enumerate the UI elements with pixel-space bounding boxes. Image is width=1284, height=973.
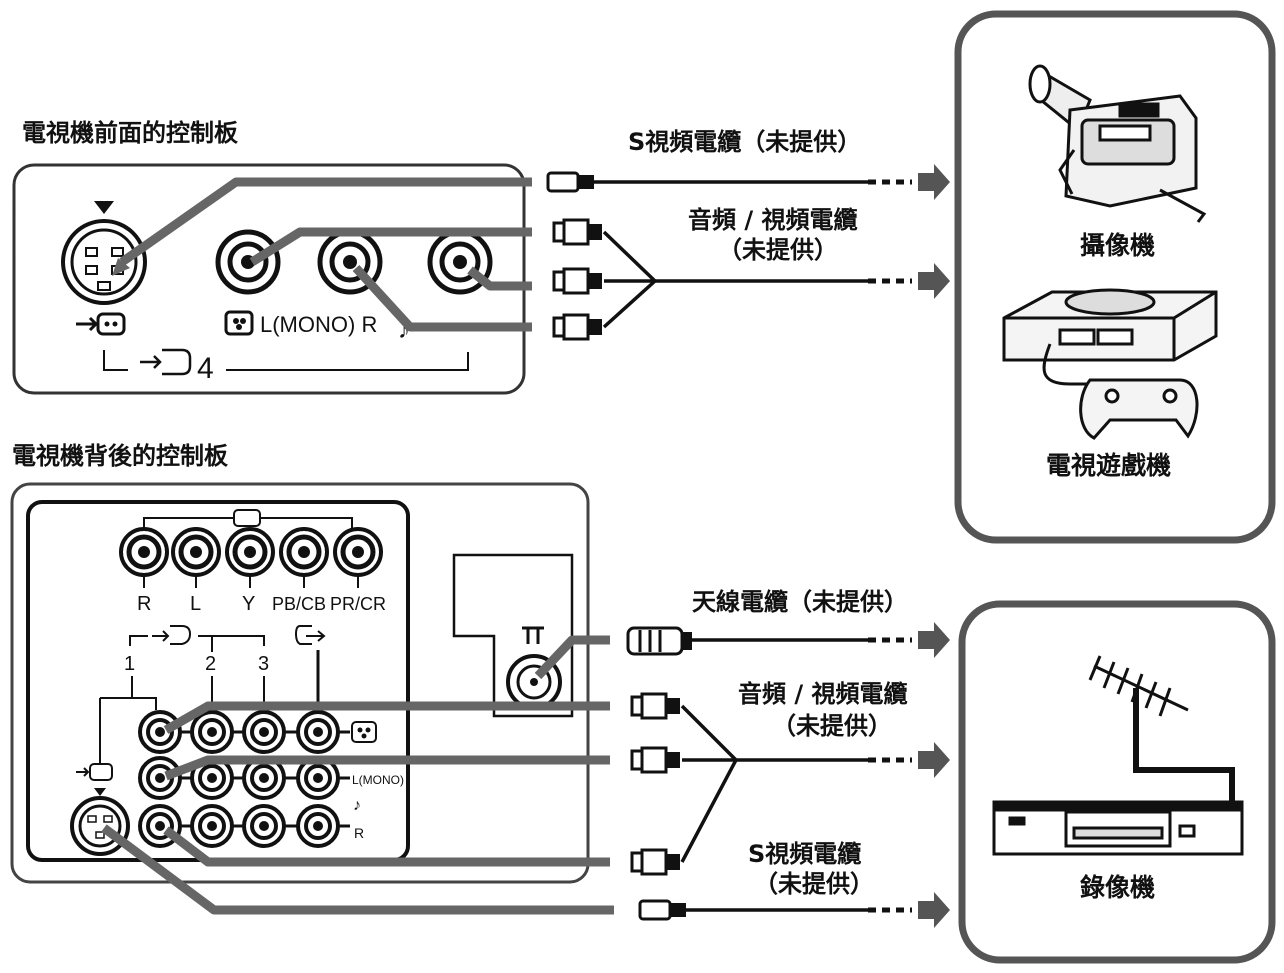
output-arrow-icon xyxy=(294,625,326,645)
component-label-y: Y xyxy=(242,593,255,615)
arrow-icon xyxy=(918,622,950,658)
front-panel-title: 電視機前面的控制板 xyxy=(22,119,239,147)
component-jack-pb xyxy=(281,529,327,575)
av-cable-label-front-2: （未提供） xyxy=(718,236,838,264)
component-video-icon xyxy=(233,509,261,527)
front-input-number: 4 xyxy=(197,352,214,385)
rear-av-plug-3 xyxy=(630,848,682,876)
input-number-2: 2 xyxy=(205,653,216,675)
arrow-icon xyxy=(918,892,950,928)
s-video-cable-label-rear-2: （未提供） xyxy=(754,870,874,898)
rear-av-plug-1 xyxy=(630,692,682,720)
input-arrow-icon xyxy=(140,348,192,376)
arrow-icon xyxy=(918,164,950,200)
component-jack-l xyxy=(173,529,219,575)
component-label-pr: PR/CR xyxy=(330,594,386,614)
front-s-video-icon xyxy=(76,312,126,336)
input-number-1: 1 xyxy=(124,653,135,675)
antenna-cable-label: 天線電纜（未提供） xyxy=(692,588,908,616)
input-bracket xyxy=(129,635,265,646)
game-console-label: 電視遊戲機 xyxy=(1046,451,1171,480)
s-video-cable-label-rear-1: S視頻電纜 xyxy=(748,840,861,868)
tv-antenna-icon xyxy=(1088,655,1235,804)
front-video-icon xyxy=(224,310,254,336)
rear-cable-paths xyxy=(101,635,614,915)
camcorder-icon xyxy=(1028,64,1207,223)
front-video-jack xyxy=(215,229,281,295)
arrow-icon xyxy=(918,263,950,299)
vcr-label: 錄像機 xyxy=(1080,873,1155,902)
game-console-icon xyxy=(1002,288,1218,440)
front-cable-paths xyxy=(119,177,532,332)
rear-label-r: R xyxy=(354,825,364,841)
rear-s-video-icon xyxy=(76,763,113,781)
component-jack-y xyxy=(227,529,273,575)
input-number-3: 3 xyxy=(258,653,269,675)
antenna-icon xyxy=(522,626,544,644)
rear-av-plug-2 xyxy=(630,746,682,774)
rear-video-icon xyxy=(351,721,377,743)
device-box-bottom xyxy=(958,600,1276,964)
vcr-icon xyxy=(992,800,1244,856)
front-av-plug-2 xyxy=(552,267,604,295)
front-input-bracket xyxy=(103,350,469,371)
input-arrow-icon xyxy=(152,625,192,645)
antenna-plug xyxy=(626,626,692,656)
arrow-icon xyxy=(918,742,950,778)
front-av-plug-1 xyxy=(552,218,604,246)
front-audio-label: L(MONO) R xyxy=(260,312,377,337)
rear-s-video-plug xyxy=(638,899,688,921)
front-s-video-jack xyxy=(61,201,147,305)
component-label-r: R xyxy=(137,593,151,615)
rear-music-note-icon: ♪ xyxy=(353,797,361,814)
component-label-pb: PB/CB xyxy=(272,594,326,614)
s-video-cable-label-front: S視頻電纜（未提供） xyxy=(628,128,861,156)
component-jack-pr xyxy=(335,529,381,575)
av-cable-label-rear-1: 音頻 / 視頻電纜 xyxy=(738,680,907,708)
front-cable-lines xyxy=(594,179,912,329)
av-cable-label-rear-2: （未提供） xyxy=(772,712,892,740)
component-label-l: L xyxy=(190,593,201,615)
rear-panel-title: 電視機背後的控制板 xyxy=(12,442,229,470)
component-jack-r xyxy=(121,529,167,575)
av-cable-label-front-1: 音頻 / 視頻電纜 xyxy=(688,206,857,234)
rear-cable-lines xyxy=(680,637,912,913)
front-av-plug-3 xyxy=(552,313,604,341)
camcorder-label: 攝像機 xyxy=(1080,231,1155,260)
front-s-video-plug xyxy=(546,171,596,193)
rear-label-l-mono: L(MONO) xyxy=(352,773,404,787)
